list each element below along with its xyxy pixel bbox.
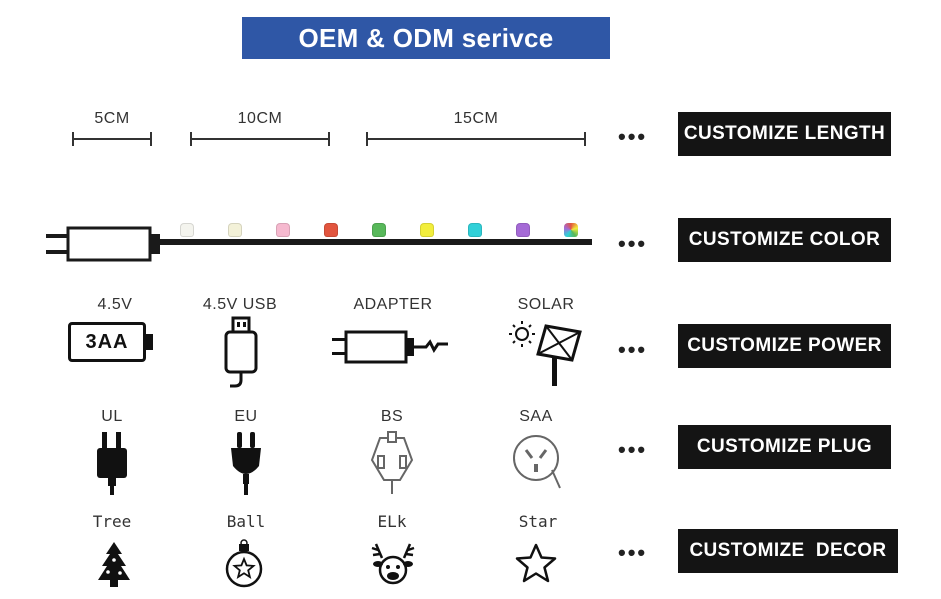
decor-caption-elk: ELk xyxy=(377,512,407,531)
measure-caption-15cm: 15CM xyxy=(453,110,499,127)
usb-plug-icon xyxy=(224,316,258,388)
light-bulb xyxy=(468,223,482,237)
power-caption-solar: SOLAR xyxy=(517,296,575,313)
plug-prong-bottom xyxy=(46,250,68,254)
decor-caption-ball: Ball xyxy=(226,512,266,531)
more-dots-color: ••• xyxy=(618,231,648,256)
ul-plug-icon xyxy=(97,432,127,495)
light-bulb xyxy=(228,223,242,237)
solar-panel-icon xyxy=(509,321,582,386)
elk-icon xyxy=(371,543,415,585)
power-caption-battery: 4.5V xyxy=(97,296,133,313)
saa-plug-icon xyxy=(513,435,561,489)
bs-plug-icon xyxy=(370,431,414,494)
plug-caption-saa: SAA xyxy=(519,408,553,425)
plug-collar xyxy=(150,234,160,254)
more-dots-power: ••• xyxy=(618,337,648,362)
measure-bar-10cm xyxy=(190,132,330,146)
plug-body xyxy=(66,226,152,262)
decor-caption-star: Star xyxy=(518,512,558,531)
measure-bar-15cm xyxy=(366,132,586,146)
star-icon xyxy=(515,543,557,583)
light-bulb xyxy=(372,223,386,237)
plug-caption-ul: UL xyxy=(101,408,123,425)
light-bulb xyxy=(420,223,434,237)
customize-power-label: CUSTOMIZE POWER xyxy=(678,324,891,368)
decor-caption-tree: Tree xyxy=(92,512,132,531)
battery-terminal xyxy=(146,334,153,350)
ornament-ball-icon xyxy=(225,539,263,588)
customize-plug-label: CUSTOMIZE PLUG xyxy=(678,425,891,469)
light-bulb xyxy=(180,223,194,237)
eu-plug-icon xyxy=(231,432,261,495)
plug-caption-bs: BS xyxy=(380,408,404,425)
light-wire xyxy=(160,239,592,245)
battery-icon: 3AA xyxy=(68,322,146,362)
page-title-banner: OEM & ODM serivce xyxy=(242,17,610,59)
string-light-illustration xyxy=(46,226,592,262)
power-caption-adapter: ADAPTER xyxy=(353,296,433,313)
battery-label: 3AA xyxy=(85,330,129,353)
more-dots-decor: ••• xyxy=(618,540,648,565)
measure-caption-10cm: 10CM xyxy=(237,110,283,127)
light-bulb xyxy=(324,223,338,237)
light-bulb xyxy=(516,223,530,237)
more-dots-length: ••• xyxy=(618,124,648,149)
tree-icon xyxy=(98,542,130,587)
plug-prong-top xyxy=(46,234,68,238)
power-caption-usb: 4.5V USB xyxy=(202,296,278,313)
plug-caption-eu: EU xyxy=(234,408,258,425)
adapter-icon xyxy=(332,330,448,364)
measure-caption-5cm: 5CM xyxy=(94,110,130,127)
measure-bar-5cm xyxy=(72,132,152,146)
customize-decor-label: CUSTOMIZE DECOR xyxy=(678,529,898,573)
more-dots-plug: ••• xyxy=(618,437,648,462)
light-bulb xyxy=(564,223,578,237)
customize-length-label: CUSTOMIZE LENGTH xyxy=(678,112,891,156)
customize-color-label: CUSTOMIZE COLOR xyxy=(678,218,891,262)
light-bulb xyxy=(276,223,290,237)
